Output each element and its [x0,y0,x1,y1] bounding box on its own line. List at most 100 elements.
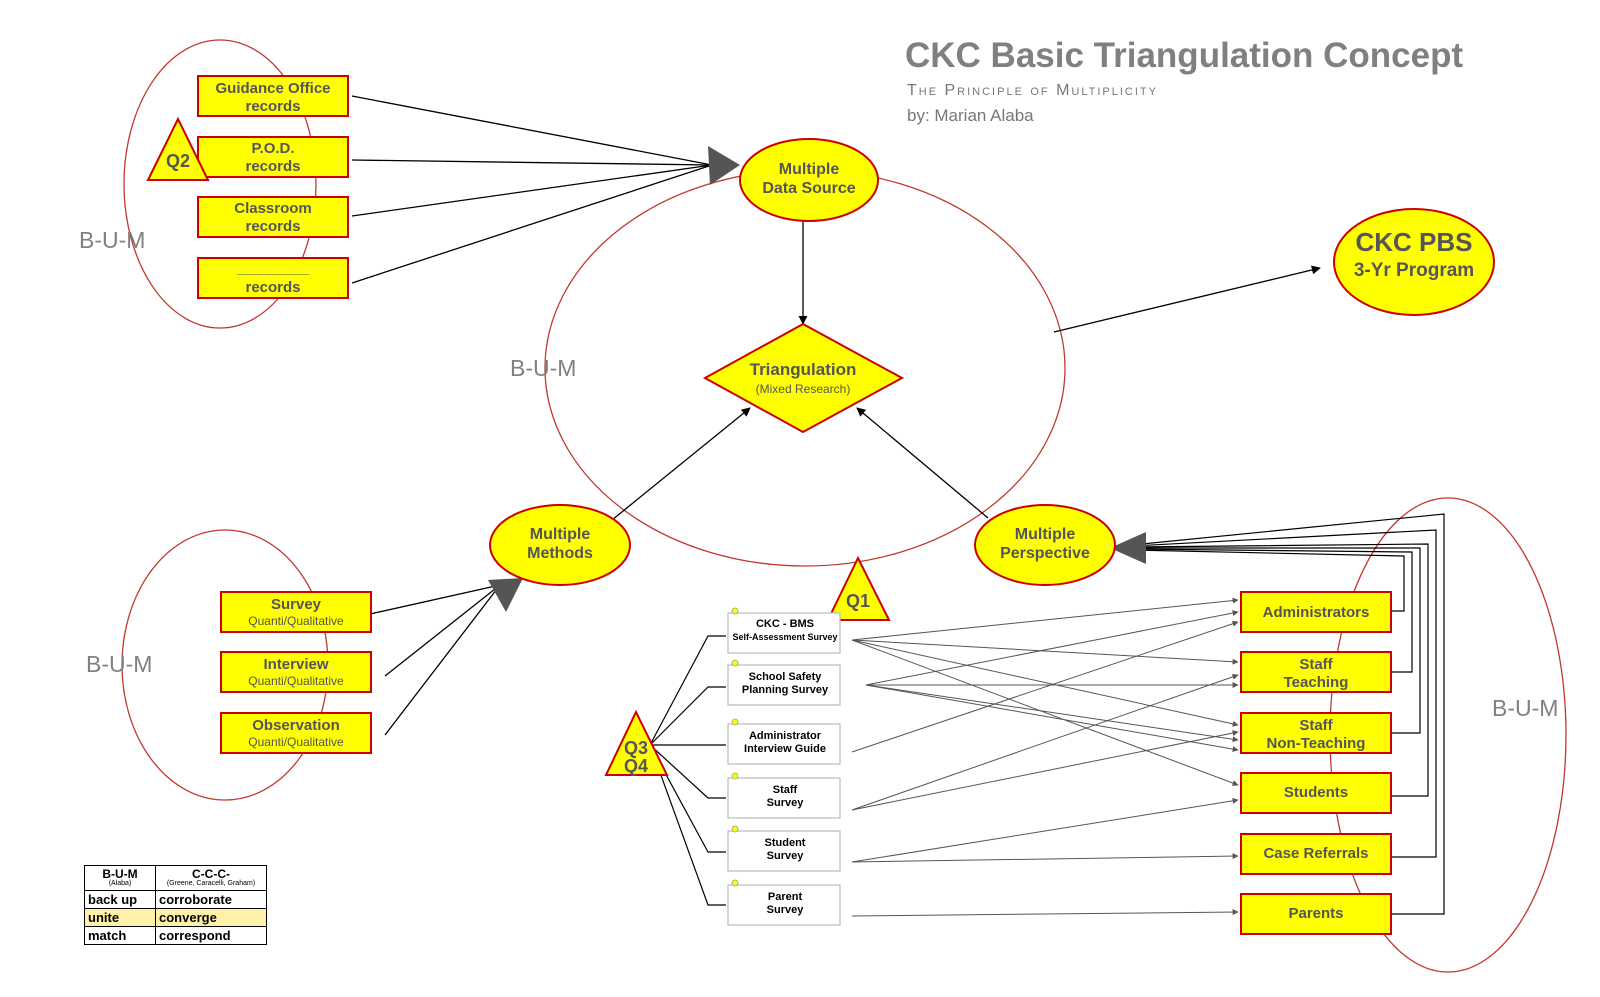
svg-text:Administrator: Administrator [749,730,822,742]
svg-text:Teaching: Teaching [1284,674,1349,691]
svg-text:Quanti/Qualitative: Quanti/Qualitative [248,735,344,749]
svg-text:Methods: Methods [527,545,593,562]
loop-records [123,39,317,329]
pin-icon [731,772,739,780]
legend-header-left-sub: (Alaba) [108,880,132,887]
node-ckc-pbs: CKC PBS 3-Yr Program [1333,208,1495,316]
pin-icon [731,659,739,667]
instrument-card-school-safety: School Safety Planning Survey [727,659,841,706]
pin-icon [731,607,739,615]
svg-text:records: records [245,98,300,115]
svg-text:Observation: Observation [252,717,340,734]
center-arrows [611,222,1321,521]
node-multiple-data-source: Multiple Data Source [739,138,879,222]
svg-text:Data Source: Data Source [762,180,855,197]
bum-label-methods: B-U-M [86,651,152,677]
svg-text:Survey: Survey [271,596,322,613]
legend-cell-left: back up [84,890,156,909]
svg-text:CKC - BMS: CKC - BMS [756,618,814,630]
records-group: Guidance Office records P.O.D. records C… [197,75,349,299]
pin-icon [731,879,739,887]
legend-cell-left: unite [84,908,156,927]
svg-text:Classroom: Classroom [234,200,312,217]
node-triangulation: Triangulation (Mixed Research) [702,322,905,434]
method-box-observation: Observation Quanti/Qualitative [220,712,372,754]
legend-row: unite converge [84,908,267,927]
legend-cell-right: correspond [155,926,267,945]
records-arrows [351,95,713,284]
node-multiple-methods: Multiple Methods [489,504,631,586]
instrument-card-parent-survey: Parent Survey [727,879,841,926]
bum-labels: B-U-M B-U-M B-U-M B-U-M [79,227,1558,721]
instrument-card-student-survey: Student Survey [727,825,841,872]
perspective-return-lines [1131,513,1445,915]
svg-text:Multiple: Multiple [779,161,840,178]
svg-text:Guidance Office: Guidance Office [215,80,330,97]
svg-text:Multiple: Multiple [530,526,591,543]
perspectives-group: Administrators Staff Teaching Staff Non-… [1240,591,1392,935]
instrument-card-ckc-bms: CKC - BMS Self-Assessment Survey [727,607,841,654]
svg-text:records: records [245,279,300,296]
perspective-box-case-referrals: Case Referrals [1240,833,1392,875]
legend-row: match correspond [84,926,267,945]
svg-text:CKC PBS: CKC PBS [1355,227,1472,257]
q2-marker: Q2 [146,116,210,181]
svg-text:Staff: Staff [773,784,798,796]
svg-text:Case Referrals: Case Referrals [1263,845,1368,862]
svg-text:Triangulation: Triangulation [750,360,857,379]
perspective-box-students: Students [1240,772,1392,814]
svg-text:P.O.D.: P.O.D. [251,140,294,157]
svg-text:records: records [245,158,300,175]
legend-header-left: B-U-M (Alaba) [84,865,156,891]
q1-marker: Q1 [826,555,891,621]
data-source-arrowhead [708,146,740,185]
node-multiple-perspective: Multiple Perspective [974,504,1116,586]
bum-label-center: B-U-M [510,355,576,381]
svg-text:Student: Student [765,837,806,849]
perspective-arrowhead [1110,532,1146,564]
record-box-blank: __________ records [197,257,349,299]
instrument-card-admin-interview: Administrator Interview Guide [727,718,841,765]
svg-text:Administrators: Administrators [1263,604,1370,621]
svg-text:Staff: Staff [1299,717,1333,734]
svg-text:Interview: Interview [263,656,328,673]
svg-text:Self-Assessment Survey: Self-Assessment Survey [732,632,837,642]
perspective-box-parents: Parents [1240,893,1392,935]
svg-text:Q1: Q1 [846,591,870,611]
method-box-interview: Interview Quanti/Qualitative [220,651,372,693]
author-line: by: Marian Alaba [907,106,1034,125]
svg-text:__________: __________ [236,261,310,276]
methods-arrowhead [488,578,523,612]
page-title: CKC Basic Triangulation Concept [905,36,1464,75]
svg-text:Parent: Parent [768,891,803,903]
svg-text:Q2: Q2 [166,151,190,171]
legend-header-row: B-U-M (Alaba) C-C-C- (Greene, Caracelli,… [84,865,267,891]
methods-arrows [369,584,501,736]
svg-text:Non-Teaching: Non-Teaching [1267,735,1366,752]
legend-table: B-U-M (Alaba) C-C-C- (Greene, Caracelli,… [84,865,267,945]
pin-icon [731,718,739,726]
method-box-survey: Survey Quanti/Qualitative [220,591,372,633]
svg-text:Staff: Staff [1299,656,1333,673]
svg-text:Students: Students [1284,784,1348,801]
svg-text:Planning Survey: Planning Survey [742,684,829,696]
svg-text:records: records [245,218,300,235]
legend-row: back up corroborate [84,890,267,909]
perspective-box-staff-non-teaching: Staff Non-Teaching [1240,712,1392,754]
bum-label-perspectives: B-U-M [1492,695,1558,721]
svg-text:Survey: Survey [767,850,805,862]
bum-label-records: B-U-M [79,227,145,253]
svg-text:Interview Guide: Interview Guide [744,743,826,755]
legend-cell-right: converge [155,908,267,927]
instrument-perspective-arrows [851,597,1239,917]
page-subtitle: The Principle of Multiplicity [907,82,1158,99]
svg-text:3-Yr Program: 3-Yr Program [1354,260,1474,281]
instruments-group: CKC - BMS Self-Assessment Survey School … [727,607,841,926]
svg-text:Survey: Survey [767,904,805,916]
svg-text:Parents: Parents [1288,905,1343,922]
record-box-classroom: Classroom records [197,196,349,238]
legend-header-right-sub: (Greene, Caracelli, Graham) [166,880,256,887]
svg-text:School Safety: School Safety [749,671,823,683]
legend-cell-right: corroborate [155,890,267,909]
